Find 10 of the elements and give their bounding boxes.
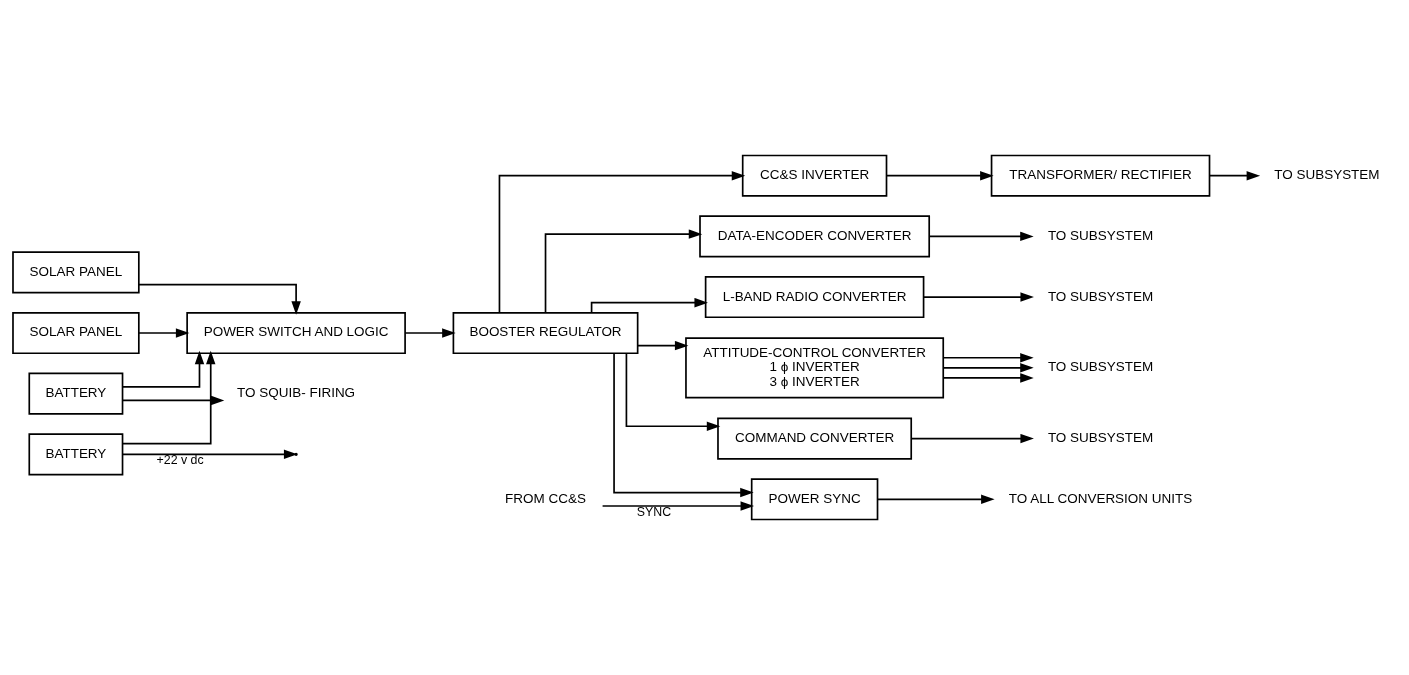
node-text: TO SUBSYSTEM (1274, 167, 1380, 183)
node-text: TO ALL CONVERSION UNITS (1008, 490, 1193, 506)
edge-label: SYNC (636, 504, 672, 519)
node-text: FROM CC&S (505, 490, 586, 506)
node-text: TO SUBSYSTEM (1047, 430, 1154, 446)
node-text: TO SUBSYSTEM (1047, 227, 1154, 243)
node-text: TO SUBSYSTEM (1047, 359, 1154, 375)
edge-label: +22 v dc (156, 453, 204, 468)
node-text: TO SQUIB- FIRING (237, 385, 356, 401)
node-text: TO SUBSYSTEM (1047, 288, 1154, 304)
